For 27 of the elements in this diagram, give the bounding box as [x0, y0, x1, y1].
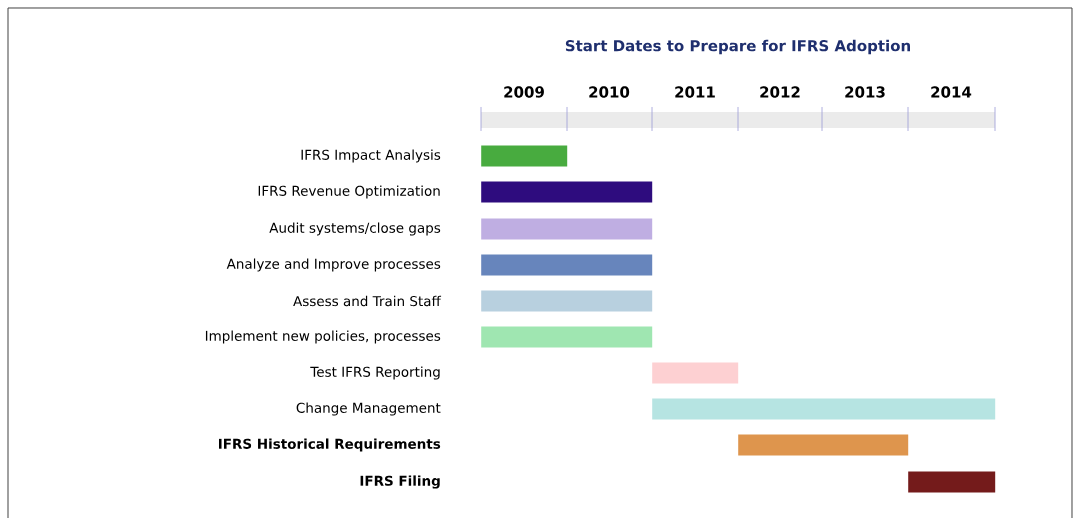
bar	[481, 326, 653, 348]
bar	[481, 181, 653, 203]
task-label: IFRS Filing	[360, 475, 440, 489]
task-label: Audit systems/close gaps	[269, 222, 441, 236]
year-label: 2011	[675, 86, 715, 98]
task-label: Implement new policies, processes	[205, 330, 441, 344]
task-label: IFRS Revenue Optimization	[258, 185, 440, 199]
year-label: 2010	[589, 86, 630, 98]
task-label: IFRS Historical Requirements	[219, 438, 441, 452]
bar	[481, 218, 653, 240]
task-label: Analyze and Improve processes	[226, 258, 441, 272]
bar	[652, 398, 996, 420]
bar	[908, 471, 996, 493]
task-label: Assess and Train Staff	[293, 295, 442, 307]
bar	[738, 434, 909, 456]
task-label: IFRS Impact Analysis	[301, 149, 441, 163]
year-label: 2012	[760, 86, 800, 98]
chart-title: Start Dates to Prepare for IFRS Adoption	[565, 39, 910, 55]
year-label: 2013	[845, 86, 885, 98]
bar	[481, 254, 653, 276]
bar	[652, 362, 739, 384]
year-label: 2009	[504, 86, 544, 98]
bar	[481, 145, 568, 167]
year-label: 2014	[931, 86, 972, 98]
task-label: Change Management	[296, 402, 441, 416]
bar	[481, 290, 653, 312]
task-label: Test IFRS Reporting	[310, 366, 440, 380]
